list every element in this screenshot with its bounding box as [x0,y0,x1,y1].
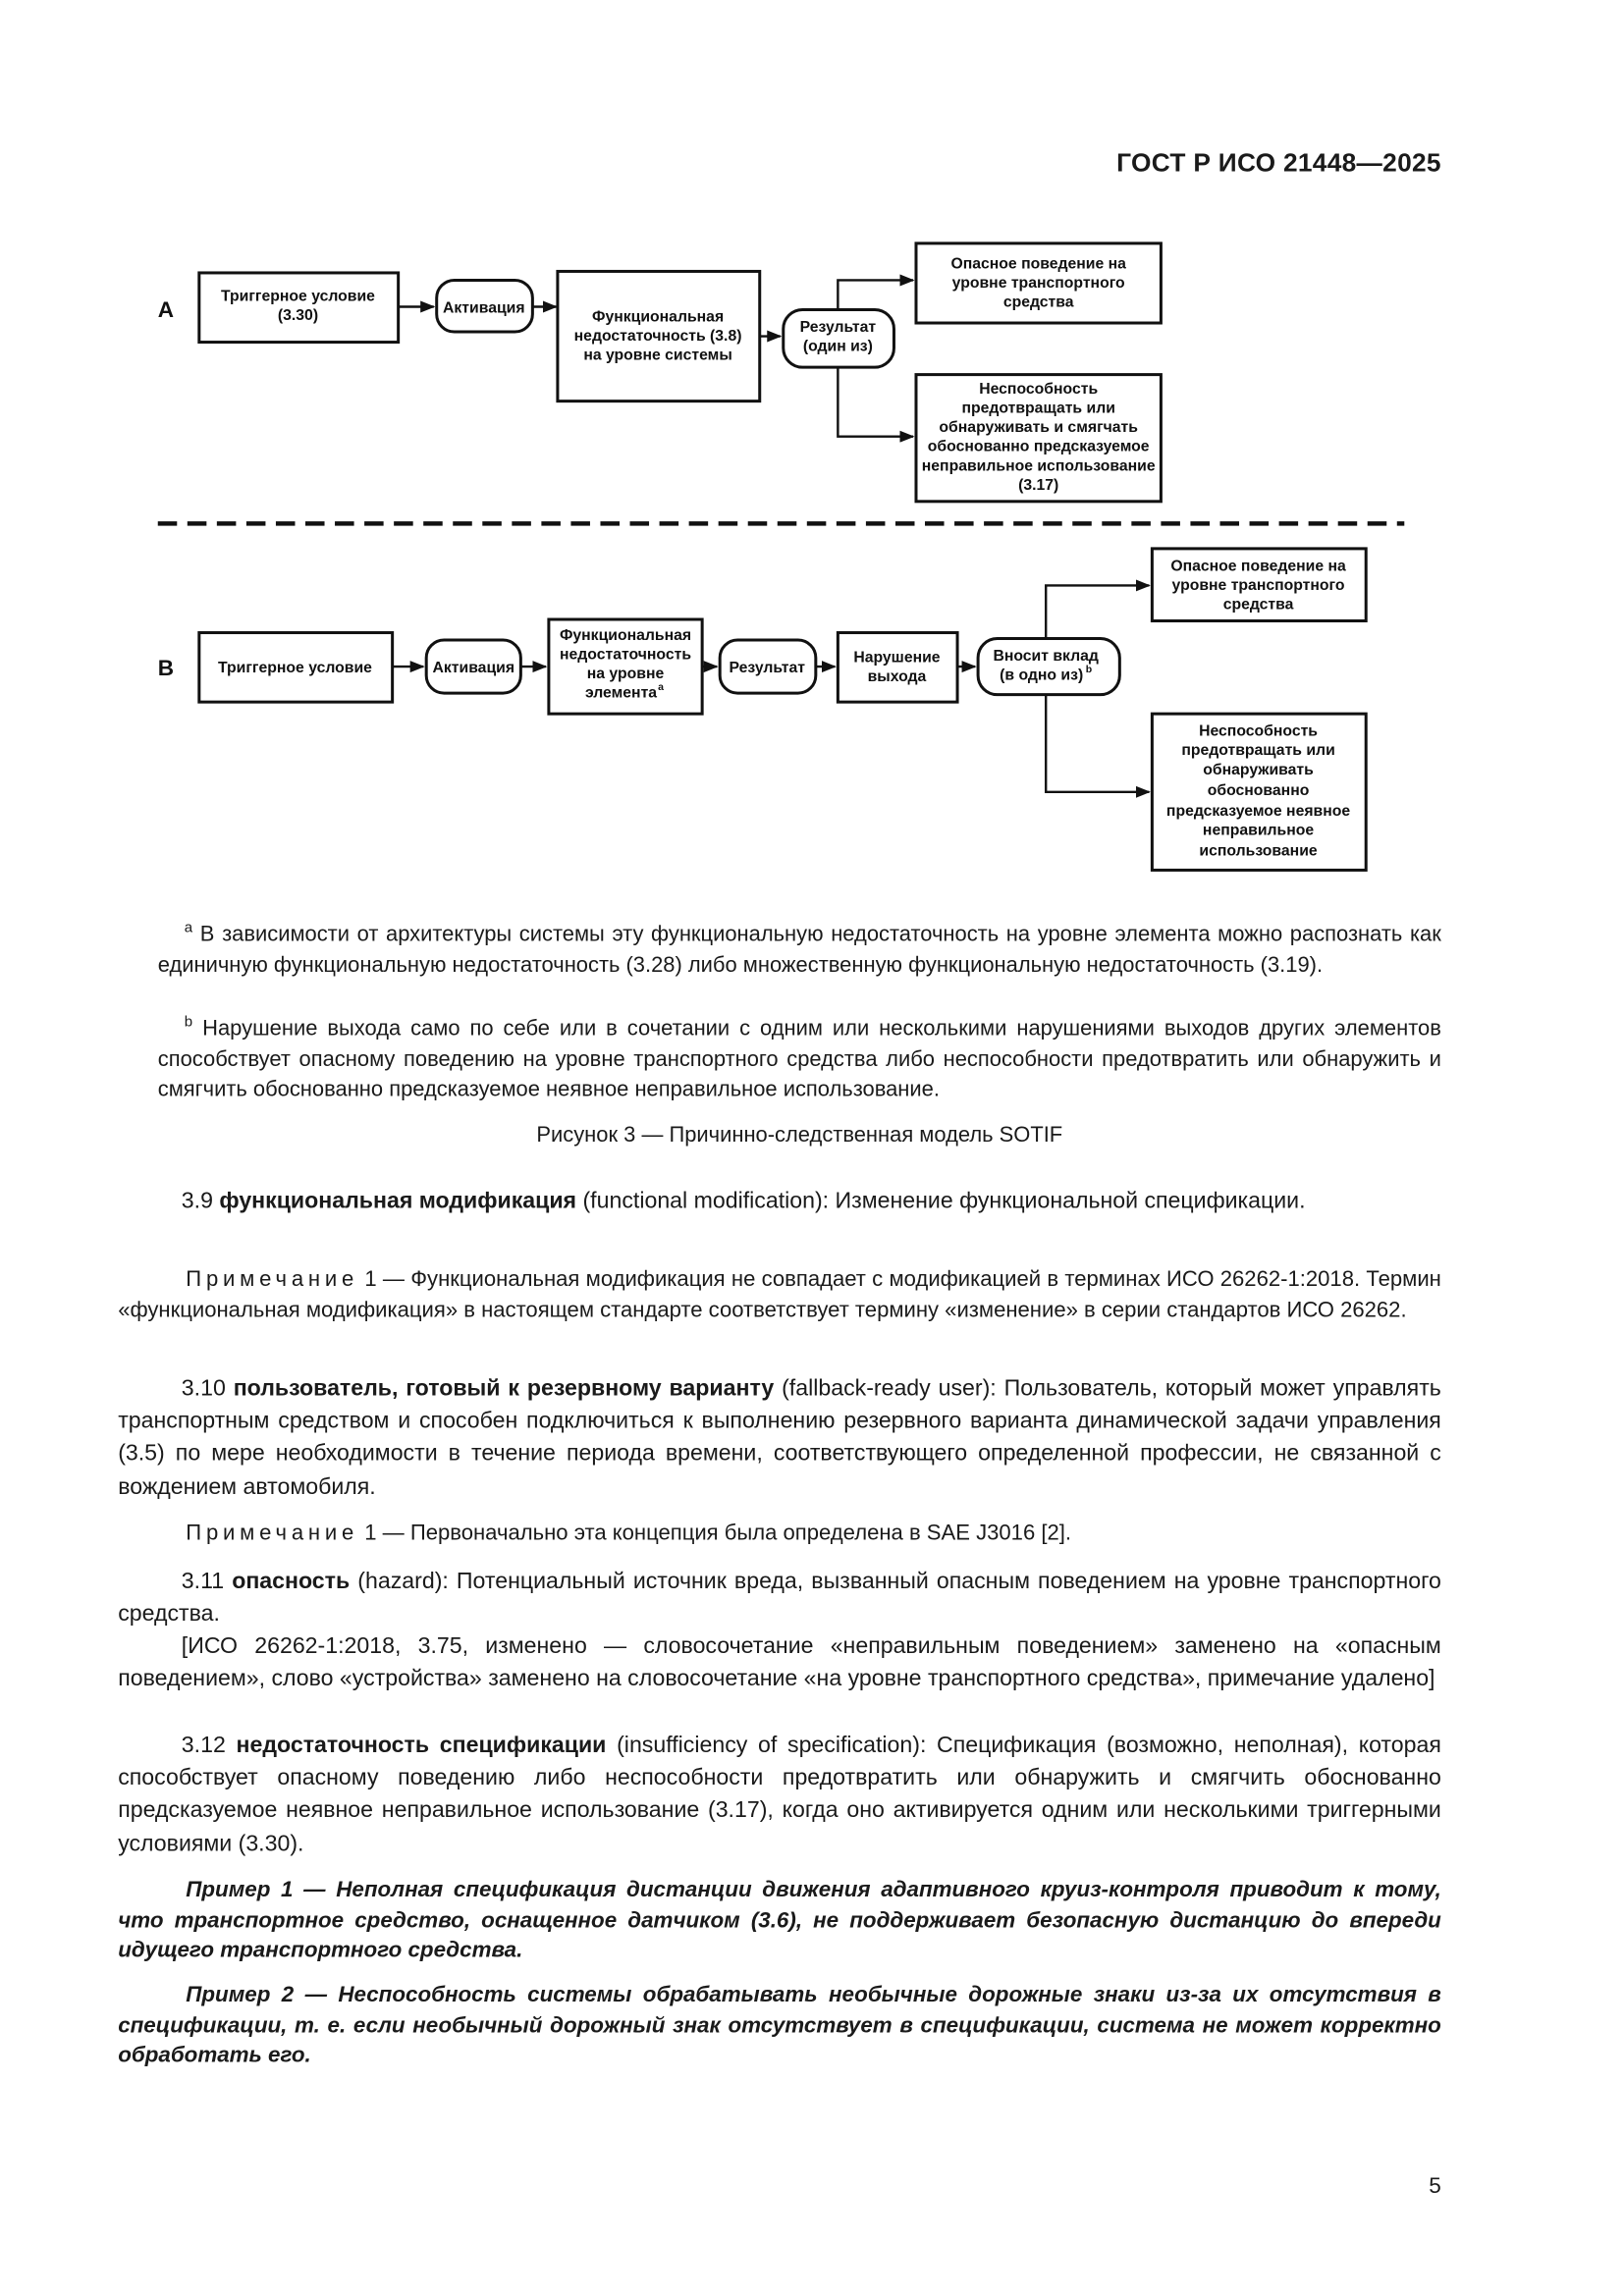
term-3-10-definition: (fallback-ready user): Пользователь, кот… [118,1375,1441,1500]
term-3-11-term: опасность [232,1569,351,1595]
term-3-9-number: 3.9 [181,1188,213,1214]
row-b-trigger-label: Триггерное условие [218,660,372,676]
row-a-outcome2-line1: Неспособность [979,381,1098,398]
row-a-outcome1-line1: Опасное поведение на [950,255,1126,272]
figure-caption: Рисунок 3 — Причинно-следственная модель… [536,1123,1063,1148]
term-3-11-definition: (hazard): Потенциальный источник вреда, … [118,1569,1441,1628]
row-b-label: B [158,656,174,680]
term-3-9-note: Примечание 1 — Функциональная модификаци… [118,1265,1441,1326]
footnote-a-mark: a [184,920,193,937]
row-b-insufficiency-line2: недостаточность [560,647,691,664]
term-3-9-note-text: 1 — Функциональная модификация не совпад… [118,1268,1441,1322]
row-a-activation-label: Активация [443,300,525,317]
example-1: Пример 1 — Неполная спецификация дистанц… [118,1879,1441,1963]
row-b-outcome2-line1: Неспособность [1199,723,1318,740]
document-code: ГОСТ Р ИСО 21448—2025 [1116,147,1441,178]
row-a-label: A [158,297,174,322]
row-b-output-violation-line1: Нарушение [853,650,940,667]
row-a-insufficiency-box [556,269,762,403]
term-3-12: 3.12 недостаточность спецификации (insuf… [118,1730,1441,1860]
term-3-11-number: 3.11 [181,1569,225,1595]
row-a-result-line1: Результат [800,319,877,336]
row-b-contributes-box [976,637,1121,697]
row-b-insufficiency-line3: на уровне [587,666,665,682]
footnote-a-text: В зависимости от архитектуры системы эту… [157,923,1441,978]
row-b-contributes-line2: (в одно из) [1000,667,1083,684]
term-3-12-term: недостаточность спецификации [236,1733,607,1758]
row-b-outcome1-line1: Опасное поведение на [1170,558,1346,574]
row-a-outcome2-line4: обоснованно предсказуемое [928,439,1150,455]
row-b-outcome1-box [1150,547,1368,623]
row-b-contributes-line1: Вносит вклад [993,648,1098,665]
row-a-trigger-line2: (3.30) [278,307,318,324]
term-3-9-term: функциональная модификация [219,1188,577,1214]
row-a-outcome2-line3: обнаруживать и смягчать [939,419,1138,436]
term-3-10-note-text: 1 — Первоначально эта концепция была опр… [358,1522,1072,1546]
row-b-outcome2-line5: предсказуемое неявное [1166,803,1350,820]
row-a-activation-box [435,278,534,334]
row-b-outcome2-line2: предотвращать или [1181,742,1334,759]
row-a-outcome1-box [914,241,1163,325]
term-3-10: 3.10 пользователь, готовый к резервному … [118,1373,1441,1504]
term-3-11-source: [ИСО 26262-1:2018, 3.75, изменено — слов… [118,1633,1441,1692]
row-a-insufficiency-line2: недостаточность (3.8) [574,328,742,345]
row-b-outcome2-line7: использование [1199,842,1317,859]
term-3-9-definition: (functional modification): Изменение фун… [576,1188,1306,1214]
row-a-outcome1-line2: уровне транспортного [952,275,1125,292]
term-3-10-term: пользователь, готовый к резервному вариа… [233,1375,775,1402]
row-a-outcome1-line3: средства [1003,294,1074,310]
page-number: 5 [1429,2173,1441,2200]
example-2: Пример 2 — Неспособность системы обрабат… [118,1983,1441,2068]
row-a-insufficiency-line3: на уровне системы [583,347,732,364]
row-b-output-violation-line2: выхода [868,668,927,685]
row-a-outcome2-line5: неправильное использование [922,457,1156,474]
row-b-activation-label: Активация [433,660,515,676]
term-3-10-number: 3.10 [181,1375,226,1402]
term-3-11: 3.11 опасность (hazard): Потенциальный и… [118,1567,1441,1632]
term-3-9-note-label: Примечание [186,1268,359,1293]
row-b-outcome1-line3: средства [1223,596,1294,613]
row-b-trigger-box [197,631,395,704]
row-b-result-label: Результат [730,660,806,676]
row-b-outcome2-box [1150,712,1368,872]
row-a-outcome2-line6: (3.17) [1018,477,1058,494]
row-a-trigger-line1: Триггерное условие [221,288,375,304]
term-3-10-note-label: Примечание [186,1522,359,1546]
row-b-output-violation-box [836,631,959,704]
row-b-insufficiency-footnote-mark: a [658,681,664,693]
term-3-12-number: 3.12 [181,1733,226,1758]
row-b-outcome2-line3: обнаруживать [1203,762,1314,778]
row-b-outcome1-line2: уровне транспортного [1172,577,1345,594]
row-b-insufficiency-line1: Функциональная [560,627,691,644]
row-a-result-line2: (один из) [803,339,873,355]
row-b-insufficiency-line4: элемента [585,685,657,702]
figure-footnote-a: a В зависимости от архитектуры системы э… [158,914,1441,981]
sotif-cause-effect-diagram: A Триггерное условие (3.30) Активация Фу… [157,241,1405,872]
row-b-outcome2-line4: обоснованно [1208,782,1310,799]
row-a-trigger-box [197,271,401,345]
row-a-insufficiency-line1: Функциональная [592,309,724,326]
footnote-b-mark: b [184,1014,193,1032]
footnote-b-text: Нарушение выхода само по себе или в соче… [157,1017,1441,1102]
row-a-outcome2-line2: предотвращать или [961,400,1114,417]
row-b-outcome2-line6: неправильное [1203,822,1314,838]
row-b-contributes-footnote-mark: b [1086,664,1092,675]
figure-footnote-b: b Нарушение выхода само по себе или в со… [158,1009,1441,1107]
term-3-9: 3.9 функциональная модификация (function… [118,1186,1441,1218]
row-a-outcome2-box [914,373,1163,504]
term-3-10-note: Примечание 1 — Первоначально эта концепц… [118,1519,1441,1549]
row-b-insufficiency-box [547,617,704,716]
term-3-12-definition: (insufficiency of specification): Специф… [118,1733,1441,1856]
